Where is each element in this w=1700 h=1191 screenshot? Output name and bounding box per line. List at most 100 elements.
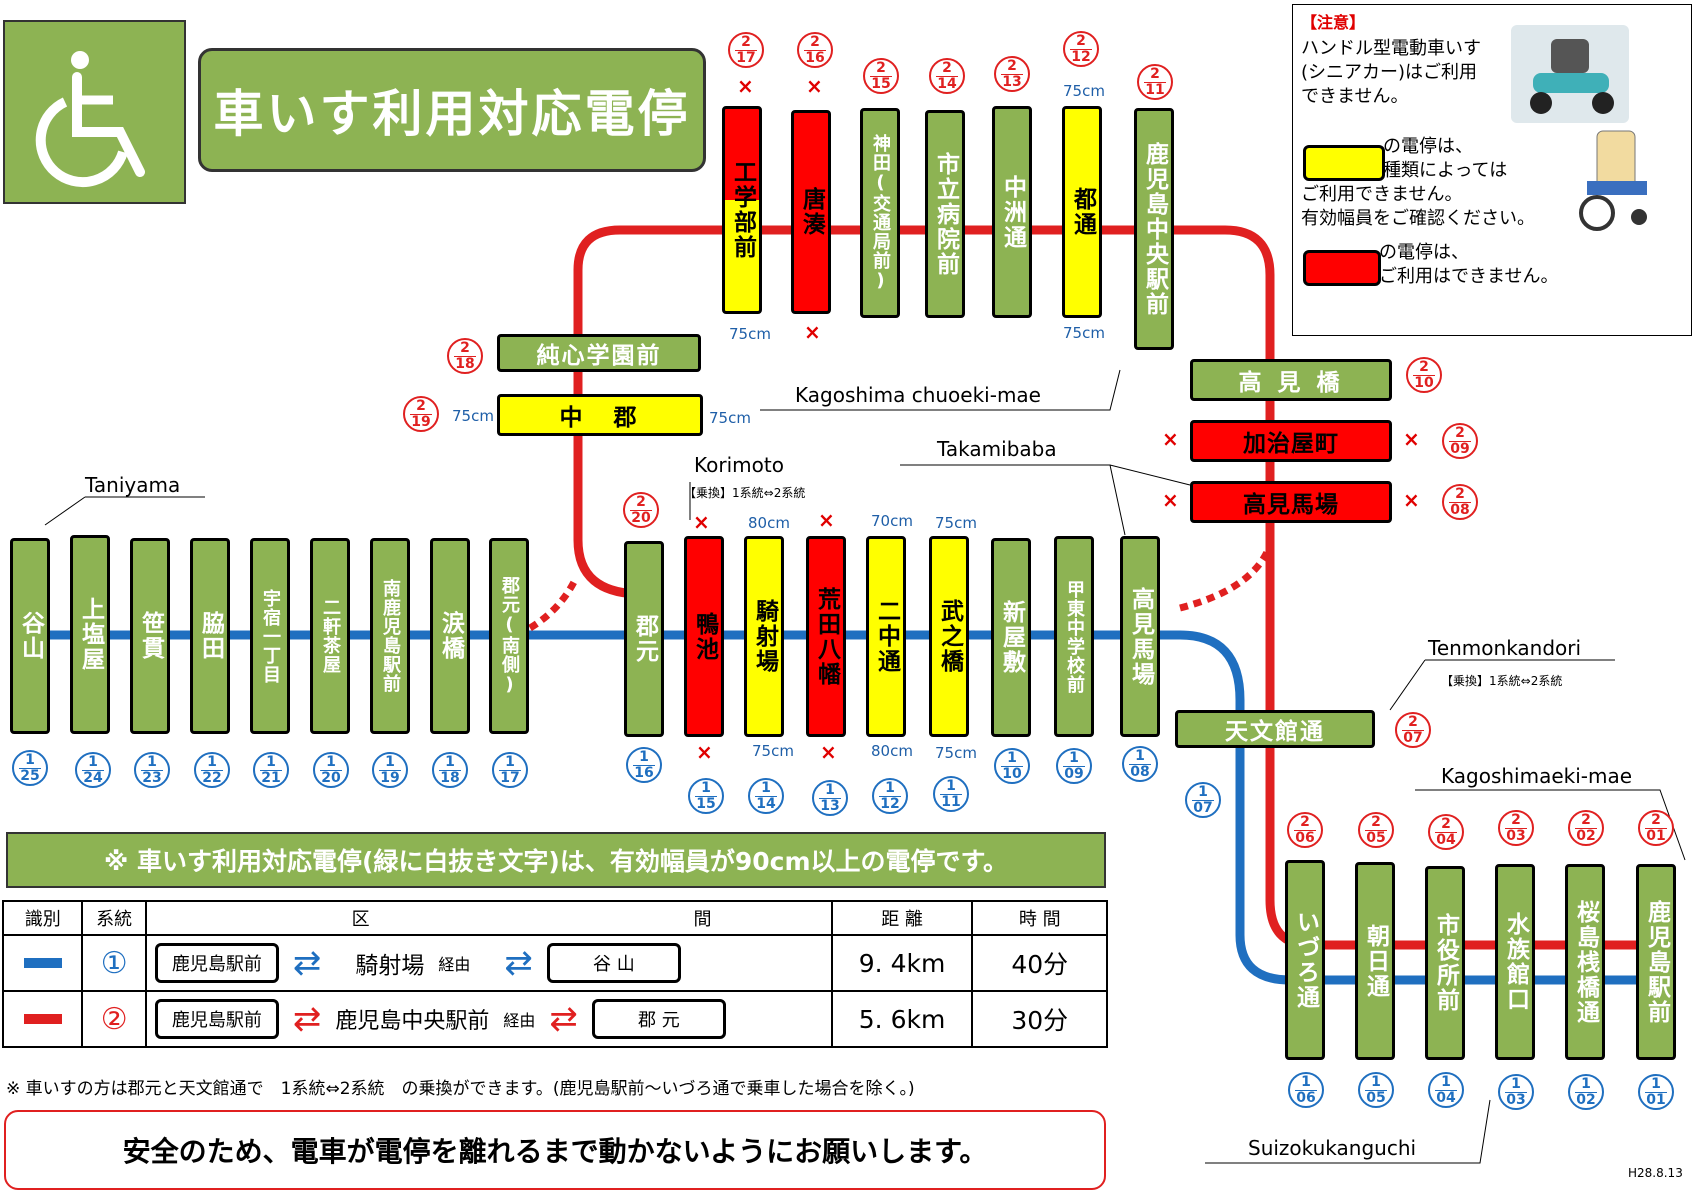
line1-color-swatch [1,934,84,992]
stop-kanda[interactable]: 神田(交通局前) [860,108,900,318]
destination-box: 郡 元 [591,999,726,1039]
yellow-line4: 有効幅員をご確認ください。 [1301,208,1535,229]
width-label: 75cm [1063,82,1105,100]
stop-shin-yashiki[interactable]: 新屋敷 [991,538,1031,737]
stop-kagoshima-chuo-ekimae[interactable]: 鹿児島中央駅前 [1134,108,1174,350]
header-id: 識別 [1,900,84,936]
stop-junshin-gakuen[interactable]: 純心学園前 [497,334,701,372]
stop-kamoike[interactable]: 鴨池 [684,536,724,737]
stop-namidabashi[interactable]: 涙橋 [430,538,470,734]
stop-takamibaba-1[interactable]: 高見馬場 [1120,536,1160,737]
header-section-b: 間 [574,900,833,936]
stop-shiritsu-byoin[interactable]: 市立病院前 [925,110,965,318]
stop-toso[interactable]: 唐湊 [791,110,831,314]
notice-heading: 【注意】 [1301,13,1366,32]
distance-cell: 5. 6km [830,990,974,1048]
width-label: 75cm [1063,324,1105,342]
stop-koto-chugakko[interactable]: 甲東中学校前 [1054,536,1094,737]
stop-kagoshima-ekimae[interactable]: 鹿児島駅前 [1636,864,1676,1060]
chuoeki-pointer [760,369,1121,411]
stop-korimoto-minami[interactable]: 郡元(南側) [489,538,529,734]
stop-izuro-dori[interactable]: いづろ通 [1285,860,1325,1060]
x-mark: × [1403,427,1420,451]
route-number: ② [81,990,147,1048]
stop-suizokukanguchi[interactable]: 水族館口 [1495,864,1535,1060]
header-section-a: 区 [144,900,575,936]
stop-kogakubu-mae[interactable]: 工学部前 [722,106,762,314]
stop-kamishioya[interactable]: 上塩屋 [70,535,110,734]
stop-shiyakusho-mae[interactable]: 市役所前 [1425,866,1465,1060]
x-mark: × [696,740,713,764]
stop-tenmonkandori[interactable]: 天文館通 [1175,710,1375,748]
stop-taniyama[interactable]: 谷山 [10,538,50,734]
label-korimoto-transfer: 【乗換】1系統⇔2系統 [684,486,806,500]
header-time: 時 間 [971,900,1108,936]
red-swatch [1303,250,1381,286]
x-mark: × [1162,427,1179,451]
x-mark: × [1162,488,1179,512]
stop-sakurajima-sanbashi[interactable]: 桜島桟橋通 [1565,864,1605,1060]
stop-miyako-dori[interactable]: 都通 [1062,106,1102,318]
stop-nakasu-dori[interactable]: 中洲通 [992,106,1032,318]
width-label: 75cm [935,744,977,762]
stop-nichu-dori[interactable]: 二中通 [866,536,906,737]
wheelchair-picture [1565,123,1665,233]
x-mark: × [1403,488,1420,512]
yellow-line3: ご利用できません。 [1301,184,1463,205]
stop-sasanuki[interactable]: 笹貫 [130,538,170,734]
stop-takenohashi[interactable]: 武之橋 [929,536,969,737]
route-number: ① [81,934,147,992]
via-stop: 騎射場 [355,953,425,979]
stop-nikenchaya[interactable]: 二軒茶屋 [310,538,350,734]
route-section: 鹿児島駅前 ⇄ 騎射場 経由 ⇄ 谷 山 [144,934,833,992]
route-section: 鹿児島駅前 ⇄ 鹿児島中央駅前 経由 ⇄ 郡 元 [144,990,833,1048]
origin-box: 鹿児島駅前 [154,943,279,983]
label-suizokukan: Suizokukanguchi [1248,1136,1417,1160]
label-tenmon-transfer: 【乗換】1系統⇔2系統 [1441,674,1563,688]
width-label: 75cm [935,514,977,532]
stop-takamibashi[interactable]: 高 見 橋 [1190,359,1392,401]
stop-kajiyacho[interactable]: 加治屋町 [1190,420,1392,462]
width-label: 75cm [452,407,494,425]
x-mark: × [820,740,837,764]
label-taniyama: Taniyama [85,473,181,497]
stop-arata-hachiman[interactable]: 荒田八幡 [806,536,846,737]
stop-usuki-itchome[interactable]: 宇宿一丁目 [250,538,290,734]
stop-kishaba[interactable]: 騎射場 [744,536,784,737]
line2-color-swatch [1,990,84,1048]
takamibaba-pointer [900,464,1191,536]
taniyama-pointer [44,496,205,526]
stop-wakita[interactable]: 脇田 [190,538,230,734]
safety-notice: 安全のため、電車が電停を離れるまで動かないようにお願いします。 [4,1110,1106,1190]
width-label: 80cm [871,742,913,760]
stop-korimoto[interactable]: 郡元 [624,541,664,737]
route-table: 識別 系統 区 間 距 離 時 間 ① 鹿児島駅前 ⇄ 騎射場 経由 ⇄ 谷 山… [1,900,1108,1048]
stop-nakagori[interactable]: 中 郡 [497,394,703,436]
label-korimoto: Korimoto [694,453,784,477]
x-mark: × [693,510,710,534]
stop-minami-kagoshima[interactable]: 南鹿児島駅前 [370,538,410,734]
page-title: 車いす利用対応電停 [198,48,706,172]
stop-asahi-dori[interactable]: 朝日通 [1355,862,1395,1060]
stop-takamibaba-2[interactable]: 高見馬場 [1190,481,1392,523]
width-label: 75cm [709,409,751,427]
